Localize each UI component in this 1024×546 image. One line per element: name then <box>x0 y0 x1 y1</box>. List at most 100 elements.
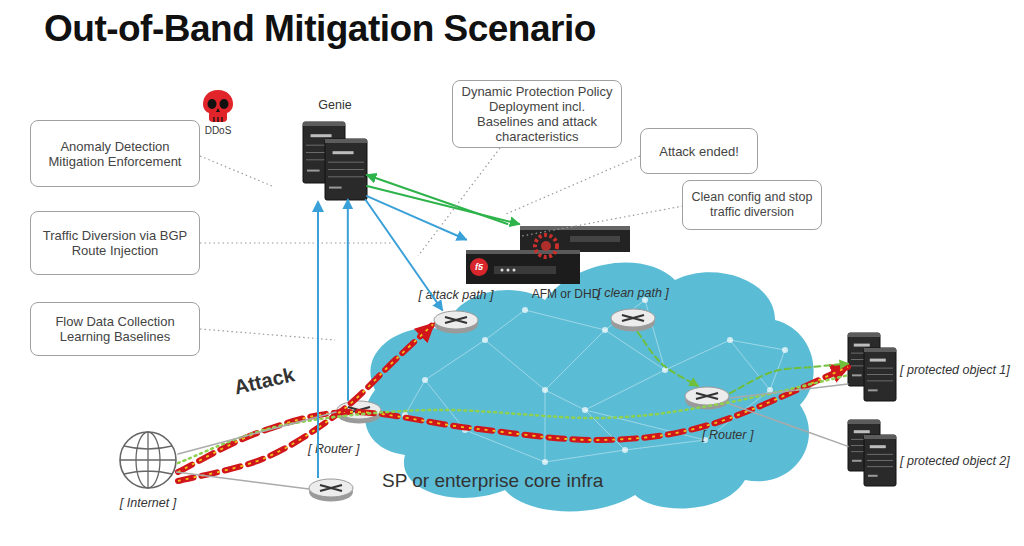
ellipse-part <box>309 479 353 497</box>
path-part <box>348 407 370 413</box>
connector-line <box>638 332 698 386</box>
ellipse-part <box>685 387 729 405</box>
circle-part <box>541 241 551 251</box>
rect-part <box>864 435 896 486</box>
ddos-icon: DDoS <box>200 88 236 124</box>
line-part <box>770 350 785 390</box>
connector-line <box>178 324 433 481</box>
node-label: [ Router ] <box>702 428 792 442</box>
leader-line <box>200 242 392 243</box>
node-outline <box>303 122 367 200</box>
connector-line <box>347 200 349 400</box>
circle-part <box>642 297 648 303</box>
rect-part <box>466 250 580 284</box>
flow-connector <box>366 200 443 310</box>
path-part <box>445 317 467 323</box>
callout-box: Flow Data Collection Learning Baselines <box>30 302 200 356</box>
line-part <box>425 340 485 380</box>
line-part <box>645 300 665 370</box>
circle-part <box>522 307 528 313</box>
rect-part <box>466 250 580 254</box>
callout-text: Dynamic Protection Policy Deployment inc… <box>453 81 621 147</box>
circle-part <box>542 387 548 393</box>
callout-text: Anomaly Detection Mitigation Enforcement <box>31 121 199 186</box>
node-outline <box>848 420 896 486</box>
flow-connector <box>347 200 348 400</box>
network-cloud: SP or enterprise core infra <box>345 240 825 512</box>
circle-part <box>120 432 176 488</box>
rect-part <box>325 139 367 200</box>
line-part <box>465 430 545 462</box>
node-label: [ Router ] <box>308 442 398 456</box>
circle-part <box>622 447 628 453</box>
line-part <box>730 340 770 390</box>
callout-box: Attack ended! <box>640 128 758 174</box>
node-label: [ attack path ] <box>393 288 519 302</box>
node-label: [ protected object 1] <box>900 363 1024 377</box>
node-outline <box>466 224 632 286</box>
callout-box: Traffic Diversion via BGP Route Injectio… <box>30 211 200 275</box>
connector-line <box>367 186 519 224</box>
circle-part <box>402 412 408 418</box>
circle-part <box>422 377 428 383</box>
diagram-title: Out-of-Band Mitigation Scenario <box>44 9 596 50</box>
flow-connector <box>730 384 848 398</box>
circle-part <box>482 337 488 343</box>
path-part <box>328 162 364 177</box>
callout-text: Flow Data Collection Learning Baselines <box>31 303 199 355</box>
connector-line <box>730 364 848 394</box>
link-line <box>176 472 309 489</box>
rect-part <box>864 348 896 352</box>
node-label: Genie <box>295 98 375 112</box>
connector-line <box>367 196 466 239</box>
router-icon: [ Router ] <box>336 400 382 424</box>
line-part <box>545 390 546 462</box>
callout-box: Anomaly Detection Mitigation Enforcement <box>30 120 200 187</box>
line-part <box>585 410 625 450</box>
flow-connector <box>638 332 698 386</box>
flow-line <box>317 202 319 478</box>
line-part <box>585 370 665 410</box>
node-label: [ protected object 2] <box>900 454 1024 468</box>
connector-highlight <box>178 324 433 481</box>
rect-part <box>870 359 886 362</box>
flow-connector <box>367 186 519 224</box>
node-outline <box>200 88 236 124</box>
rect-part <box>494 266 556 274</box>
rect-part <box>870 445 886 448</box>
router-icon <box>309 479 353 502</box>
node-outline <box>433 310 479 334</box>
circle-part <box>462 427 468 433</box>
line-part <box>605 330 665 370</box>
rect-part <box>854 430 870 433</box>
path-part <box>696 393 718 399</box>
rect-part <box>325 139 367 143</box>
circle-part <box>582 407 588 413</box>
ellipse-part <box>611 309 655 327</box>
rect-part <box>329 187 342 189</box>
connector-line <box>366 200 443 310</box>
node-outline <box>684 386 730 410</box>
router-icon: [ clean path ] <box>610 308 656 332</box>
ellipse-part <box>220 99 229 109</box>
line-part <box>425 380 465 430</box>
path-part <box>216 108 220 112</box>
rect-part <box>311 134 332 137</box>
leader-line <box>506 156 640 214</box>
logo-text: f5 <box>470 258 488 276</box>
callout-text: Clean config and stop traffic diversion <box>683 181 821 229</box>
circle-part <box>542 459 548 465</box>
rect-part <box>868 389 878 391</box>
path-part <box>622 315 644 321</box>
connector-line <box>178 412 336 454</box>
node-outline <box>610 308 656 332</box>
rect-part <box>864 435 896 439</box>
rect-part <box>570 236 620 242</box>
line-part <box>625 440 705 450</box>
line-part <box>605 300 645 330</box>
circle-part <box>602 327 608 333</box>
circle-part <box>727 337 733 343</box>
connector-line <box>367 175 508 224</box>
rect-part <box>848 420 880 424</box>
rect-part <box>852 460 862 462</box>
